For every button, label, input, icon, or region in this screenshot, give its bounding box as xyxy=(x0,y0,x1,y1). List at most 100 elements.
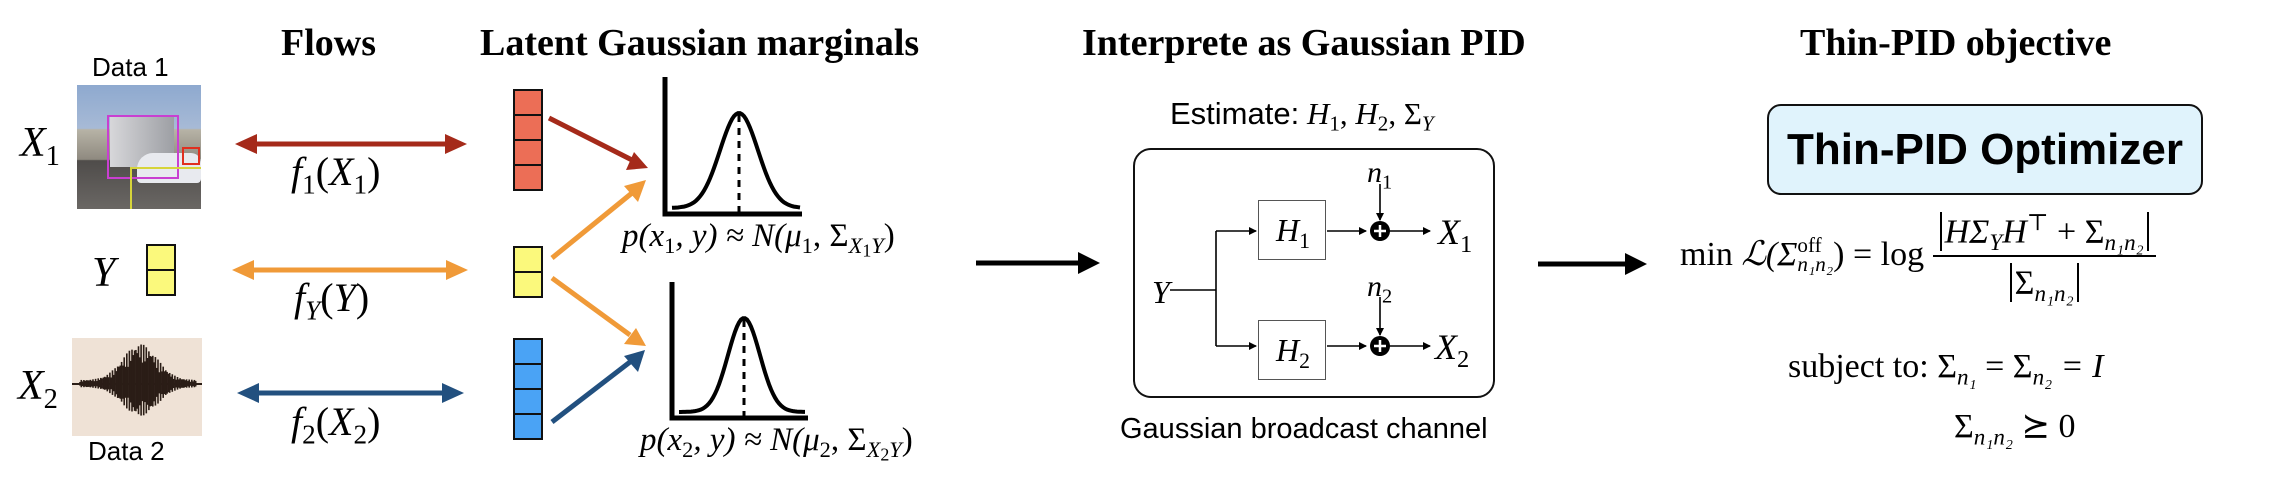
c1-a-sub: n₁ xyxy=(1957,364,1977,391)
num-plus-sub: n₁n₂ xyxy=(2104,229,2144,256)
flow-arrow-x2 xyxy=(237,383,464,403)
gaussian-plot-1 xyxy=(662,77,802,217)
f-subscript: 1 xyxy=(302,169,316,200)
gaussian-plot-2 xyxy=(669,282,808,421)
arrow-to-objective xyxy=(1538,253,1647,275)
detection-box-magenta xyxy=(107,115,179,179)
latent-cell xyxy=(515,166,541,189)
sigma-sub: X xyxy=(866,437,881,463)
latent-cell xyxy=(515,415,541,438)
latent-vector-y xyxy=(513,246,543,298)
thin-pid-optimizer-box: Thin-PID Optimizer xyxy=(1767,104,2203,195)
flow-label-f1: f1(X1) xyxy=(291,149,381,200)
min-operator: min xyxy=(1680,235,1733,273)
waveform-icon xyxy=(72,344,202,416)
data1-caption: Data 1 xyxy=(92,52,169,82)
latent-cell xyxy=(515,141,541,166)
data2-audio-waveform-image xyxy=(72,338,202,436)
num-tail: H xyxy=(2002,213,2027,251)
num-sup: ⊤ xyxy=(2026,209,2049,236)
loss-symbol: ℒ(Σ xyxy=(1741,235,1798,273)
marginal-close: ) xyxy=(883,218,895,254)
marginal-sigma: , Σ xyxy=(830,422,867,458)
f-subscript: 2 xyxy=(302,419,316,450)
x1-label: X1 xyxy=(20,122,60,171)
f-symbol: f xyxy=(291,399,303,444)
output-label-x2: X2 xyxy=(1435,329,1469,372)
gain-label-h2: H2 xyxy=(1276,334,1310,372)
noise-symbol: n xyxy=(1367,270,1382,303)
f-symbol: f xyxy=(291,149,303,194)
output-sub: 2 xyxy=(1457,345,1470,373)
noise-symbol: n xyxy=(1367,156,1382,189)
h1-symbol: H xyxy=(1306,96,1330,131)
heading-interpret-gaussian-pid: Interprete as Gaussian PID xyxy=(1082,22,1526,64)
den-sub: n₁n₂ xyxy=(2034,281,2074,308)
y-input-vector xyxy=(146,244,176,296)
gaussian-broadcast-channel-box xyxy=(1133,148,1495,398)
heading-thin-pid-objective: Thin-PID objective xyxy=(1800,22,2112,64)
latent-vector-x1 xyxy=(513,89,543,191)
flow-arrow-y xyxy=(232,260,468,280)
num-plus: + Σ xyxy=(2048,213,2105,251)
fraction-numerator: HΣYH⊤ + Σn₁n₂ xyxy=(1932,209,2156,258)
marginal-mu-sub: 2 xyxy=(819,437,831,463)
marginal-rhs: , y) ≈ N(μ xyxy=(693,422,820,458)
arrow-to-gaussian-pid xyxy=(976,252,1100,274)
sigma-sub: X xyxy=(848,233,863,259)
noise-label-n1: n1 xyxy=(1367,156,1392,193)
c2-rel: ⪰ 0 xyxy=(2012,408,2076,445)
constraint-label: subject to: xyxy=(1788,348,1929,385)
gain-block-h1 xyxy=(1258,200,1326,260)
sigma-symbol: Σ xyxy=(1403,96,1422,131)
marginal-mu-sub: 1 xyxy=(801,233,813,259)
gain-symbol: H xyxy=(1276,212,1300,248)
marginal-lhs-sub: 2 xyxy=(682,437,694,463)
f-symbol: f xyxy=(294,275,306,320)
noise-sub: 1 xyxy=(1382,171,1393,194)
fraction-denominator: Σn₁n₂ xyxy=(1933,257,2156,306)
gain-sub: 2 xyxy=(1299,348,1310,373)
latent-cell xyxy=(515,91,541,116)
gain-sub: 1 xyxy=(1299,228,1310,253)
sigma-sub: Y xyxy=(1421,111,1434,136)
estimate-label: Estimate: xyxy=(1170,96,1300,131)
flow-arrow-x1 xyxy=(235,134,467,154)
marginal-lhs: p(x xyxy=(640,422,683,458)
marginal-close: ) xyxy=(901,422,913,458)
heading-flows: Flows xyxy=(281,22,376,64)
noise-label-n2: n2 xyxy=(1367,270,1392,307)
detection-box-yellow xyxy=(130,167,201,209)
f-subscript: Y xyxy=(305,295,321,326)
y-input-cell xyxy=(148,246,174,271)
latent-cell xyxy=(515,340,541,365)
constraint-line-1: subject to: Σn₁ = Σn₂ = I xyxy=(1788,348,2103,389)
num-term: HΣ xyxy=(1944,213,1990,251)
sigma-tail: Y xyxy=(889,437,902,463)
arrow-latent-x2-to-marginal2 xyxy=(550,350,645,424)
detection-box-red xyxy=(182,147,200,165)
sigma-tail: Y xyxy=(871,233,884,259)
sigma-subsub: 1 xyxy=(862,240,872,261)
marginal-lhs: p(x xyxy=(622,218,665,254)
constraint-line-2: Σn₁n₂ ⪰ 0 xyxy=(1954,408,2076,449)
c2-a: Σ xyxy=(1954,408,1974,445)
c1-a: Σ xyxy=(1937,348,1957,385)
latent-cell xyxy=(515,273,541,296)
h1-sub: 1 xyxy=(1329,111,1340,136)
x2-subscript: 2 xyxy=(43,384,58,416)
den-term: Σ xyxy=(2014,264,2035,302)
num-sub: Y xyxy=(1989,229,2003,256)
flow-label-f2: f2(X2) xyxy=(291,399,381,450)
h2-sub: 2 xyxy=(1377,111,1389,136)
arrow-latent-y-to-marginal2 xyxy=(550,275,646,346)
arrow-latent-y-to-marginal1 xyxy=(550,180,646,260)
marginal-label-1: p(x1, y) ≈ N(μ1, ΣX1Y) xyxy=(622,218,895,260)
channel-caption: Gaussian broadcast channel xyxy=(1120,413,1488,445)
log-det-fraction: HΣYH⊤ + Σn₁n₂ Σn₁n₂ xyxy=(1932,209,2156,306)
output-sub: 1 xyxy=(1460,230,1473,258)
